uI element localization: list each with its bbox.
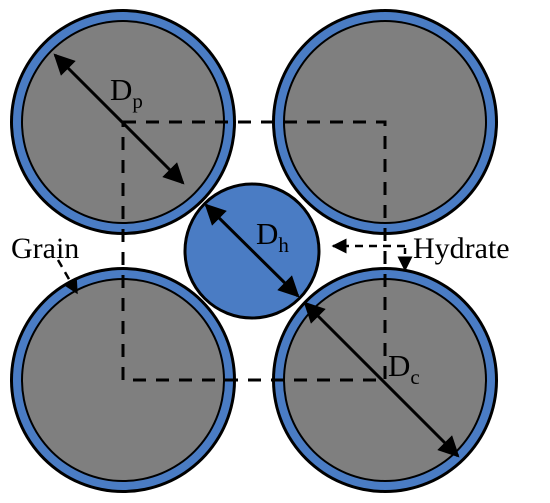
hydrate-label: Hydrate: [413, 232, 510, 265]
cell-diameter-label: Dc: [388, 348, 420, 389]
unit-cell-square: [121, 120, 387, 382]
grain-label: Grain: [11, 232, 79, 265]
hydrate-diameter-arrow: [204, 203, 300, 298]
grain-leader-arrow: [56, 259, 79, 295]
hydrate-diameter-label: Dh: [256, 216, 289, 257]
pore-diameter-arrow: [53, 53, 185, 185]
pore-diameter-label: Dp: [110, 72, 143, 113]
cell-diameter-arrow: [303, 301, 460, 458]
